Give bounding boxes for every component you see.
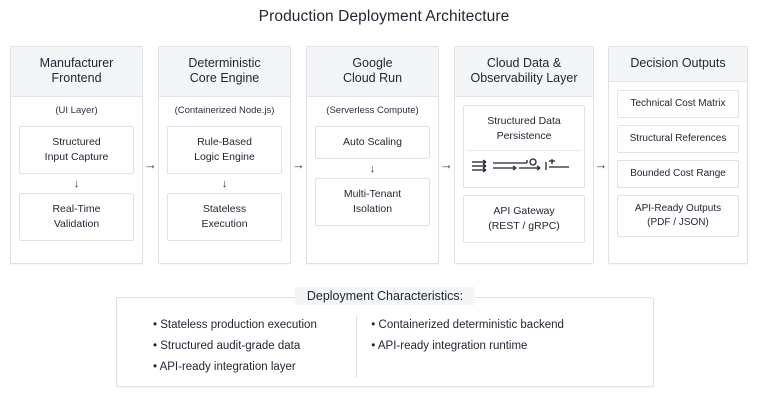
connector-arrow-right-icon: →: [144, 157, 157, 172]
bullet-column-right: • Containerized deterministic backend • …: [356, 315, 635, 378]
flow-arrow-down-icon: ↓: [221, 178, 228, 190]
node-line: Auto Scaling: [343, 136, 402, 148]
column-header: Manufacturer Frontend: [11, 47, 142, 97]
node-multi-tenant-isolation[interactable]: Multi-Tenant Isolation: [315, 178, 430, 226]
node-spacer: [617, 188, 739, 195]
connector-gap-4: →: [594, 46, 608, 264]
node-real-time-validation[interactable]: Real-Time Validation: [19, 193, 134, 241]
column-body: Auto Scaling ↓ Multi-Tenant Isolation: [307, 122, 438, 263]
node-structural-references[interactable]: Structural References: [617, 125, 739, 153]
node-line: Stateless: [202, 203, 247, 215]
architecture-column-google-cloud-run[interactable]: Google Cloud Run (Serverless Compute) Au…: [306, 46, 439, 264]
node-line: Structured: [52, 136, 101, 148]
node-line: API Gateway: [493, 205, 555, 217]
connector-gap-3: →: [439, 46, 454, 264]
deployment-characteristics-bullets: • Stateless production execution • Struc…: [117, 315, 653, 378]
node-spacer: [617, 118, 739, 125]
node-line: Real-Time: [52, 203, 101, 215]
node-structured-input-capture[interactable]: Structured Input Capture: [19, 126, 134, 174]
list-item: • Structured audit-grade data: [153, 340, 301, 352]
column-header-line: Cloud Run: [342, 71, 403, 85]
column-header-line: Manufacturer: [39, 56, 114, 70]
architecture-column-decision-outputs[interactable]: Decision Outputs Technical Cost Matrix S…: [608, 46, 748, 264]
column-body: Structured Data Persistence: [455, 97, 593, 263]
node-structured-data-persistence[interactable]: Structured Data Persistence: [463, 105, 585, 188]
architecture-column-cloud-data-observability-layer[interactable]: Cloud Data & Observability Layer Structu…: [454, 46, 594, 264]
column-body: Technical Cost Matrix Structural Referen…: [609, 82, 747, 263]
node-line: Persistence: [496, 130, 552, 142]
node-line: Input Capture: [44, 151, 109, 163]
connector-arrow-right-icon: →: [440, 157, 453, 172]
data-flow-glyph-icon: [467, 151, 581, 179]
node-line: API-Ready Outputs: [634, 203, 722, 214]
column-header: Decision Outputs: [609, 47, 747, 82]
deployment-characteristics-title: Deployment Characteristics:: [294, 287, 476, 305]
node-technical-cost-matrix[interactable]: Technical Cost Matrix: [617, 90, 739, 118]
node-api-gateway[interactable]: API Gateway (REST / gRPC): [463, 195, 585, 243]
column-header: Google Cloud Run: [307, 47, 438, 97]
node-line: Isolation: [352, 203, 393, 215]
connector-arrow-right-icon: →: [594, 157, 608, 172]
bullet-column-left: • Stateless production execution • Struc…: [135, 315, 356, 378]
node-line: Technical Cost Matrix: [630, 98, 726, 109]
column-subtitle: (Serverless Compute): [326, 105, 419, 116]
node-auto-scaling[interactable]: Auto Scaling: [315, 126, 430, 159]
node-rule-based-logic-engine[interactable]: Rule-Based Logic Engine: [167, 126, 282, 174]
list-item: • Containerized deterministic backend: [371, 319, 564, 331]
deployment-characteristics-panel: Deployment Characteristics: • Stateless …: [116, 287, 654, 387]
flow-arrow-down-icon: ↓: [73, 178, 80, 190]
architecture-column-deterministic-core-engine[interactable]: Deterministic Core Engine (Containerized…: [158, 46, 291, 264]
connector-gap-2: →: [291, 46, 306, 264]
column-header-line: Deterministic: [188, 56, 261, 70]
column-header-line: Cloud Data &: [486, 56, 562, 70]
column-header-line: Google: [352, 56, 393, 70]
column-header-line: Core Engine: [189, 71, 260, 85]
node-spacer: [617, 153, 739, 160]
list-item: • Stateless production execution: [153, 319, 317, 331]
node-line: Logic Engine: [194, 151, 255, 163]
node-line: Validation: [53, 218, 100, 230]
column-header-line: Observability Layer: [470, 71, 578, 85]
column-subtitle: (Containerized Node.js): [174, 105, 275, 116]
column-header-line: Frontend: [51, 71, 102, 85]
node-divider: [467, 150, 581, 151]
connector-gap-1: →: [143, 46, 158, 264]
column-header: Deterministic Core Engine: [159, 47, 290, 97]
architecture-columns: Manufacturer Frontend (UI Layer) Structu…: [10, 46, 758, 264]
flow-arrow-down-icon: ↓: [369, 163, 376, 175]
node-line: Structured Data: [487, 115, 561, 127]
node-line: Rule-Based: [197, 136, 252, 148]
connector-arrow-right-icon: →: [292, 157, 305, 172]
architecture-column-manufacturer-frontend[interactable]: Manufacturer Frontend (UI Layer) Structu…: [10, 46, 143, 264]
list-spacer: [371, 357, 635, 378]
column-header-line: Decision Outputs: [630, 56, 726, 70]
node-spacer: [463, 188, 585, 195]
list-item: • API-ready integration runtime: [371, 340, 528, 352]
column-body: Rule-Based Logic Engine ↓ Stateless Exec…: [159, 122, 290, 263]
column-body: Structured Input Capture ↓ Real-Time Val…: [11, 122, 142, 263]
node-api-ready-outputs[interactable]: API-Ready Outputs (PDF / JSON): [617, 195, 739, 237]
node-line: (REST / gRPC): [488, 220, 560, 232]
node-stateless-execution[interactable]: Stateless Execution: [167, 193, 282, 241]
column-header: Cloud Data & Observability Layer: [455, 47, 593, 97]
list-item: • API-ready integration layer: [153, 361, 296, 373]
column-subtitle: (UI Layer): [55, 105, 98, 116]
node-line: Multi-Tenant: [343, 188, 402, 200]
page-title: Production Deployment Architecture: [258, 8, 510, 25]
node-line: Structural References: [629, 133, 727, 144]
node-line: Bounded Cost Range: [630, 168, 726, 179]
node-bounded-cost-range[interactable]: Bounded Cost Range: [617, 160, 739, 188]
node-line: Execution: [201, 218, 248, 230]
node-line: (PDF / JSON): [647, 217, 709, 228]
